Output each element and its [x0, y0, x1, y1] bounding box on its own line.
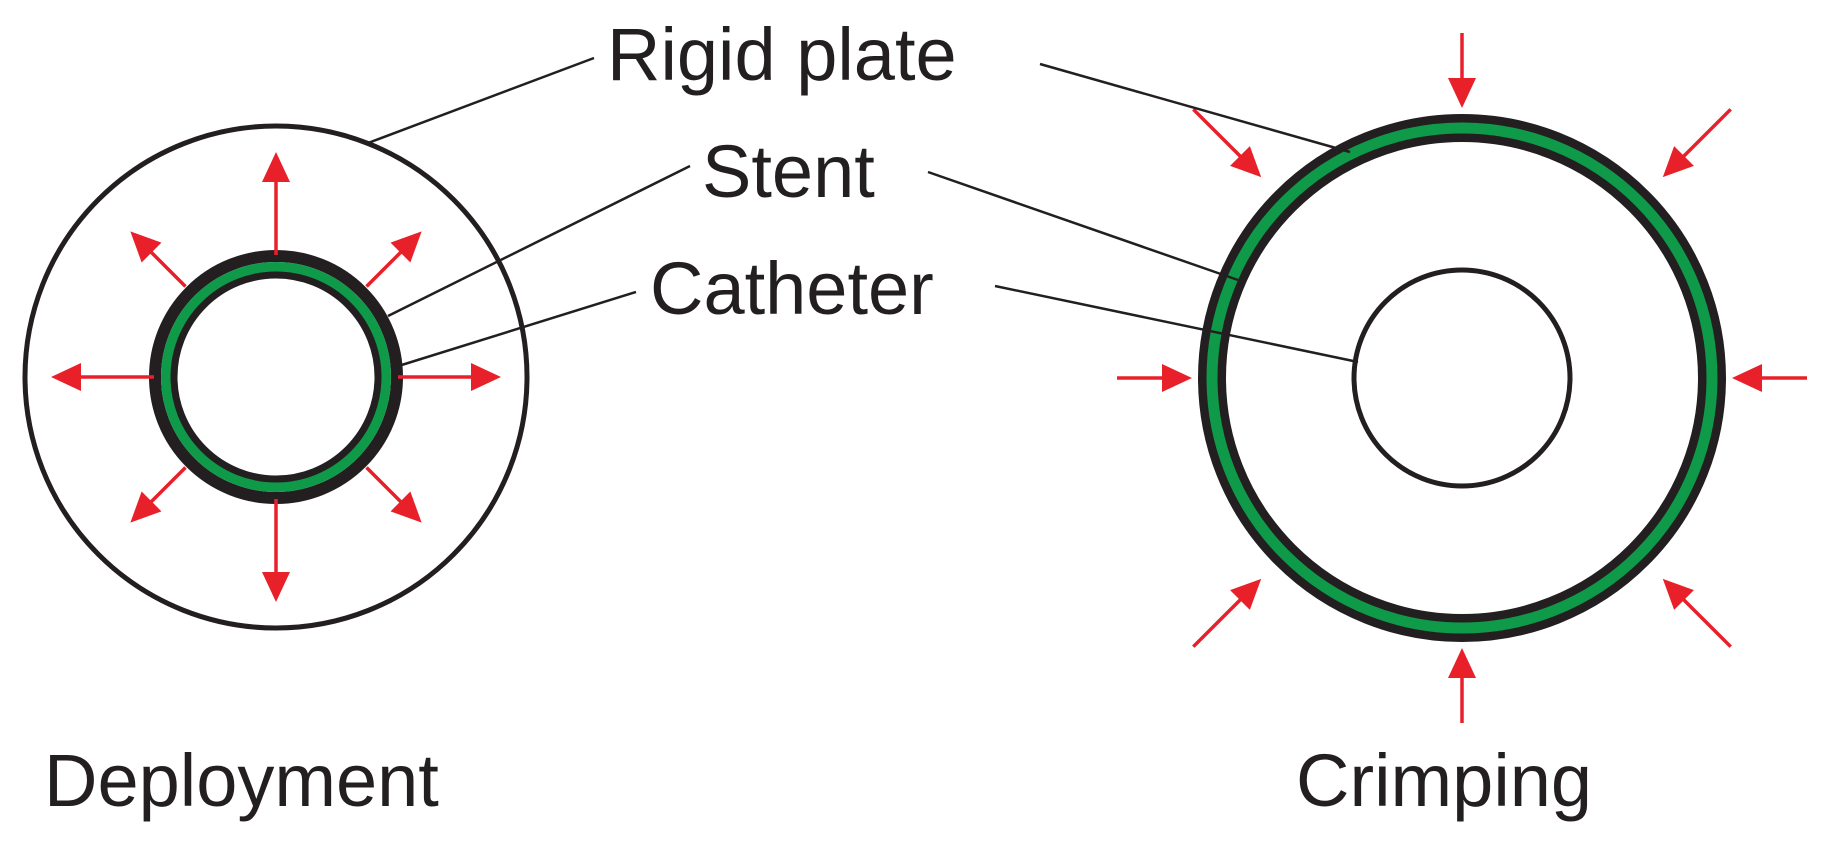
crimping-stent — [1206, 122, 1718, 634]
deployment-arrow-down-left — [130, 466, 187, 523]
deployment-force-arrows — [51, 152, 501, 602]
deployment-arrow-down-right — [365, 466, 422, 523]
leader-stent-left — [387, 164, 691, 318]
deployment-arrow-right — [398, 363, 501, 391]
crimping-arrow-down-right — [1662, 578, 1732, 648]
label-deployment: Deployment — [44, 739, 439, 822]
label-rigid-plate: Rigid plate — [607, 13, 957, 96]
crimping-arrow-up-right — [1662, 108, 1732, 178]
leader-catheter-right — [994, 284, 1359, 364]
crimping-arrow-up — [1448, 33, 1476, 108]
crimping-arrow-left — [1117, 364, 1192, 392]
deployment-arrow-up-right — [365, 231, 422, 288]
leader-rigid-plate-right — [1039, 62, 1351, 154]
label-stent: Stent — [702, 130, 875, 213]
deployment-rigid-plate — [22, 123, 530, 631]
deployment-arrow-down — [262, 499, 290, 602]
crimping-arrow-right — [1732, 364, 1807, 392]
deployment-arrow-up-left — [130, 231, 187, 288]
deployment-stent — [161, 262, 391, 492]
crimping-assembly — [1117, 33, 1807, 723]
deployment-catheter — [170, 271, 382, 483]
deployment-arrow-left — [51, 363, 154, 391]
crimping-force-arrows — [1117, 33, 1807, 723]
deployment-assembly — [22, 123, 530, 631]
crimping-catheter — [1351, 267, 1573, 489]
deployment-arrow-up — [262, 152, 290, 255]
crimping-arrow-down-left — [1192, 578, 1262, 648]
leader-stent-right — [927, 170, 1239, 282]
label-crimping: Crimping — [1296, 739, 1592, 822]
deployment-stent-outer-edge — [149, 250, 403, 504]
leader-rigid-plate-left — [367, 56, 595, 145]
crimping-arrow-down — [1448, 648, 1476, 723]
crimping-arrow-up-left — [1192, 108, 1262, 178]
leader-lines — [367, 56, 1359, 370]
leader-catheter-left — [391, 290, 637, 370]
label-catheter: Catheter — [650, 247, 934, 330]
